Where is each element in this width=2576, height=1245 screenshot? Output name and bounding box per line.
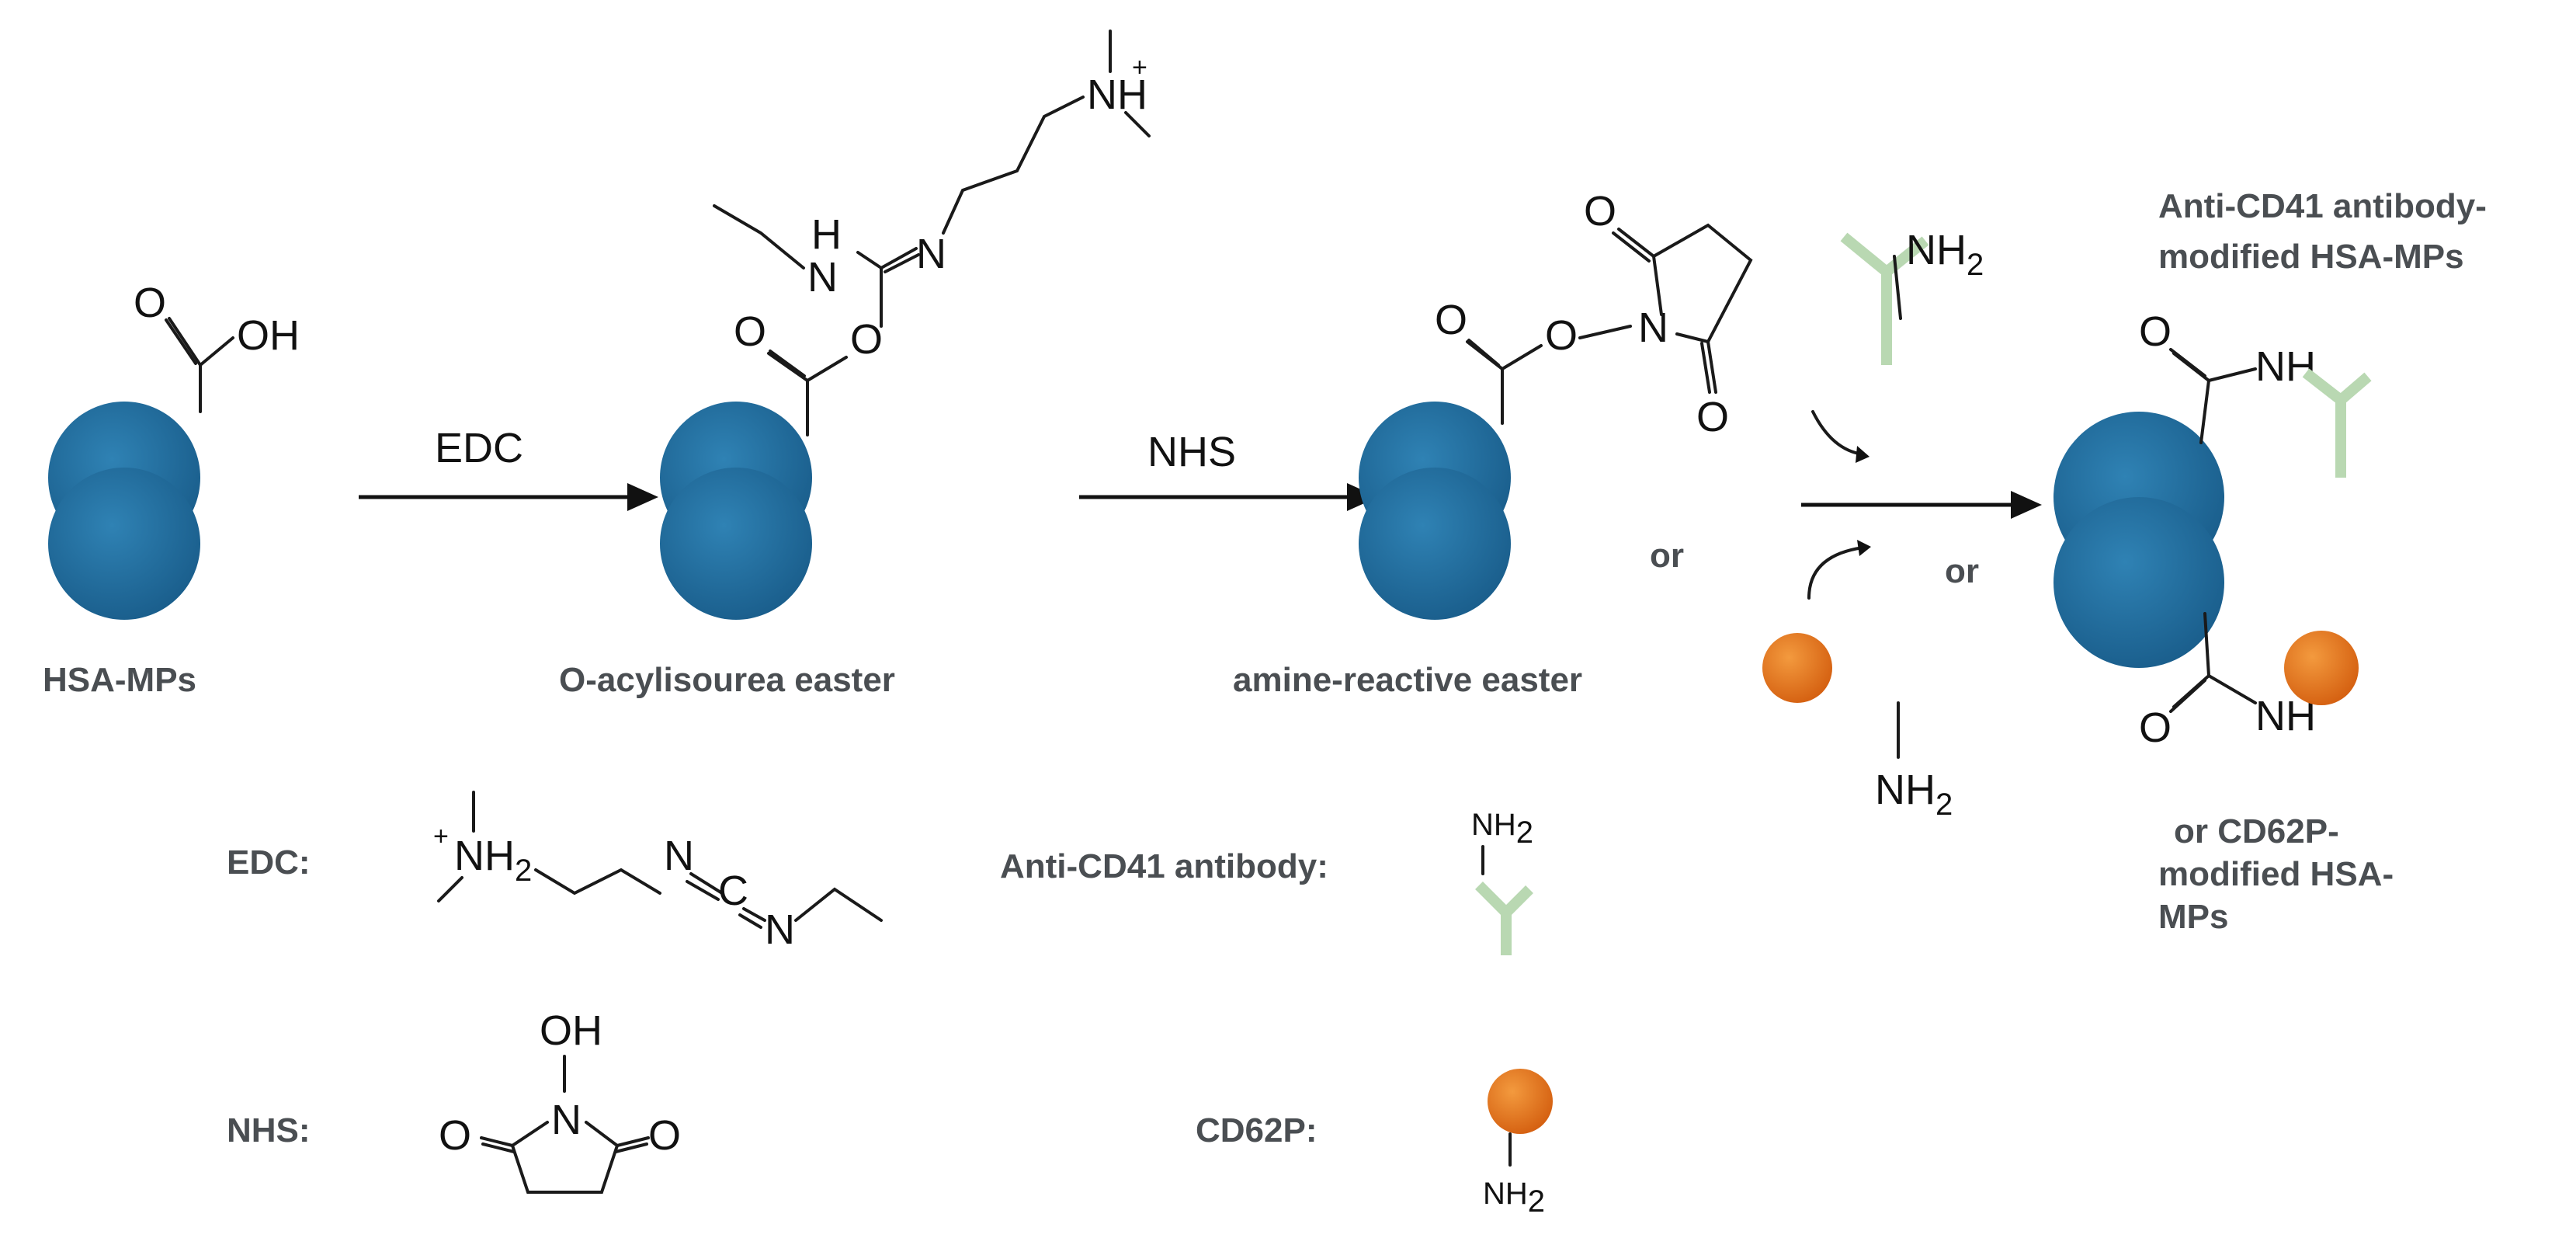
nhs-o-right: O [648, 1112, 681, 1159]
antibody-nh2: NH2 [1471, 808, 1533, 850]
edc-c: C [718, 868, 748, 914]
nhs-o-left: O [439, 1112, 471, 1159]
label-product-cd62p-2: modified HSA- [2158, 855, 2394, 893]
atom-oh: OH [237, 312, 300, 359]
stage-amine-reactive: O O N O O amine-reactive easter [1233, 188, 1753, 699]
cd62p-ball-legend [1488, 1069, 1553, 1134]
atom-n-imine: N [916, 231, 946, 277]
cd62p-nh2: NH2 [1483, 1177, 1545, 1219]
atom-o-amide-1: O [2139, 308, 2172, 355]
arrow-nhs: NHS [1079, 429, 1378, 511]
label-product-antibody-2: modified HSA-MPs [2158, 238, 2464, 276]
particle-product [2054, 412, 2224, 668]
particle-o-acylisourea [660, 402, 812, 620]
atom-o-succ-bottom: O [1696, 394, 1729, 440]
arrow-edc: EDC [359, 425, 658, 511]
atom-o: O [134, 280, 166, 326]
label-product-cd62p-3: MPs [2158, 898, 2228, 936]
legend-cd62p-label: CD62P: [1196, 1111, 1318, 1149]
atom-nh: H [811, 211, 842, 258]
label-amine-reactive: amine-reactive easter [1233, 661, 1582, 699]
atom-o-carbonyl-2: O [1435, 297, 1467, 343]
incoming-cd62p: NH2 [1762, 633, 1953, 822]
atom-o-carbonyl: O [734, 308, 766, 355]
legend-antibody: Anti-CD41 antibody: NH2 [1000, 808, 1533, 955]
stage-products: Anti-CD41 antibody- modified HSA-MPs O N… [2054, 187, 2487, 936]
or-word-2: or [1945, 552, 1979, 590]
legend-nhs-label: NHS: [227, 1111, 311, 1149]
legend-cd62p: CD62P: NH2 [1196, 1069, 1553, 1219]
edc-plus: + [433, 822, 449, 851]
legend-edc: EDC: + NH2 N C N [227, 791, 883, 953]
nhs-n: N [551, 1097, 582, 1143]
label-o-acylisourea: O-acylisourea easter [559, 661, 895, 699]
edc-n1: N [664, 833, 694, 879]
atom-nh-plus: NH [1087, 71, 1147, 118]
legend-edc-label: EDC: [227, 843, 311, 882]
stage-o-acylisourea: O O H N N NH + O-acylisourea easter [559, 30, 1151, 699]
or-word-1: or [1650, 537, 1684, 575]
cd62p-ball-incoming [1762, 633, 1832, 703]
edc-nh2: NH2 [454, 833, 532, 888]
cd62p-ball-product [2284, 631, 2359, 705]
atom-nh2-antibody: NH2 [1906, 227, 1984, 282]
atom-n-ethyl: N [807, 254, 838, 301]
atom-o-ester: O [850, 316, 883, 363]
atom-plus: + [1132, 53, 1147, 82]
atom-nh2-cd62p: NH2 [1875, 767, 1953, 822]
atom-o-amide-2: O [2139, 704, 2172, 751]
incoming-antibody: NH2 [1840, 227, 1984, 365]
atom-o-link: O [1545, 312, 1578, 359]
label-hsa-mps: HSA-MPs [43, 661, 196, 699]
legend-antibody-label: Anti-CD41 antibody: [1000, 847, 1328, 885]
nhs-oh: OH [540, 1007, 602, 1054]
edc-n2: N [765, 906, 795, 953]
particle-hsa-mps [48, 402, 200, 620]
atom-o-succ-top: O [1584, 188, 1616, 235]
label-product-cd62p-1: or CD62P- [2174, 812, 2339, 850]
legend-nhs: NHS: OH N O O [227, 1007, 681, 1194]
atom-nh-amide-1: NH [2255, 343, 2316, 390]
reagent-edc: EDC [435, 425, 523, 471]
stage-hsa-mps: O OH HSA-MPs [43, 280, 300, 699]
reagent-nhs: NHS [1147, 429, 1236, 475]
label-product-antibody-1: Anti-CD41 antibody- [2158, 187, 2487, 225]
atom-n-succinimide: N [1638, 304, 1668, 351]
particle-amine-reactive [1359, 402, 1511, 620]
arrow-coupling [1801, 491, 2042, 519]
